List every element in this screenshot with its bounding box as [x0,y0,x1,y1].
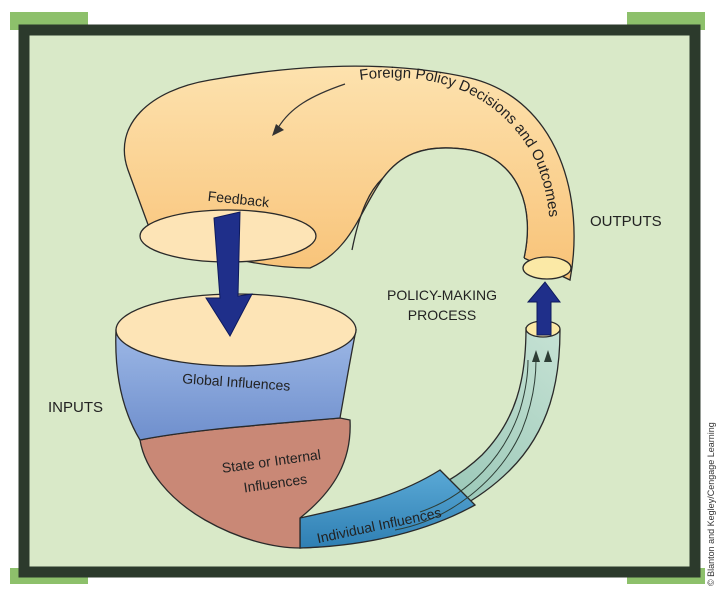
image-credit: © Blanton and Kegley/Cengage Learning [706,422,716,586]
individual-band [299,469,477,549]
policy-making-label-line2: PROCESS [408,307,476,323]
flow-curved-arrow [277,83,346,129]
flow-curved-arrowhead [272,124,284,136]
tube-flow-line-1 [394,359,537,531]
feedback-label: Feedback [207,188,271,210]
loop-hollow [380,147,528,300]
tube-flow-arrowhead-1 [532,350,540,362]
policy-making-label-line1: POLICY-MAKING [387,287,497,303]
tube-flow-line-2 [419,359,529,513]
tube-flow-arrowhead-2 [544,350,552,362]
inputs-label: INPUTS [48,399,103,416]
feedback-arrow [205,211,253,338]
loop-inner-edge [351,147,529,259]
outputs-label: OUTPUTS [590,213,662,230]
outputs-tube-end [522,256,572,280]
process-up-arrow [526,281,561,336]
global-influences-label: Global Influences [182,370,291,394]
